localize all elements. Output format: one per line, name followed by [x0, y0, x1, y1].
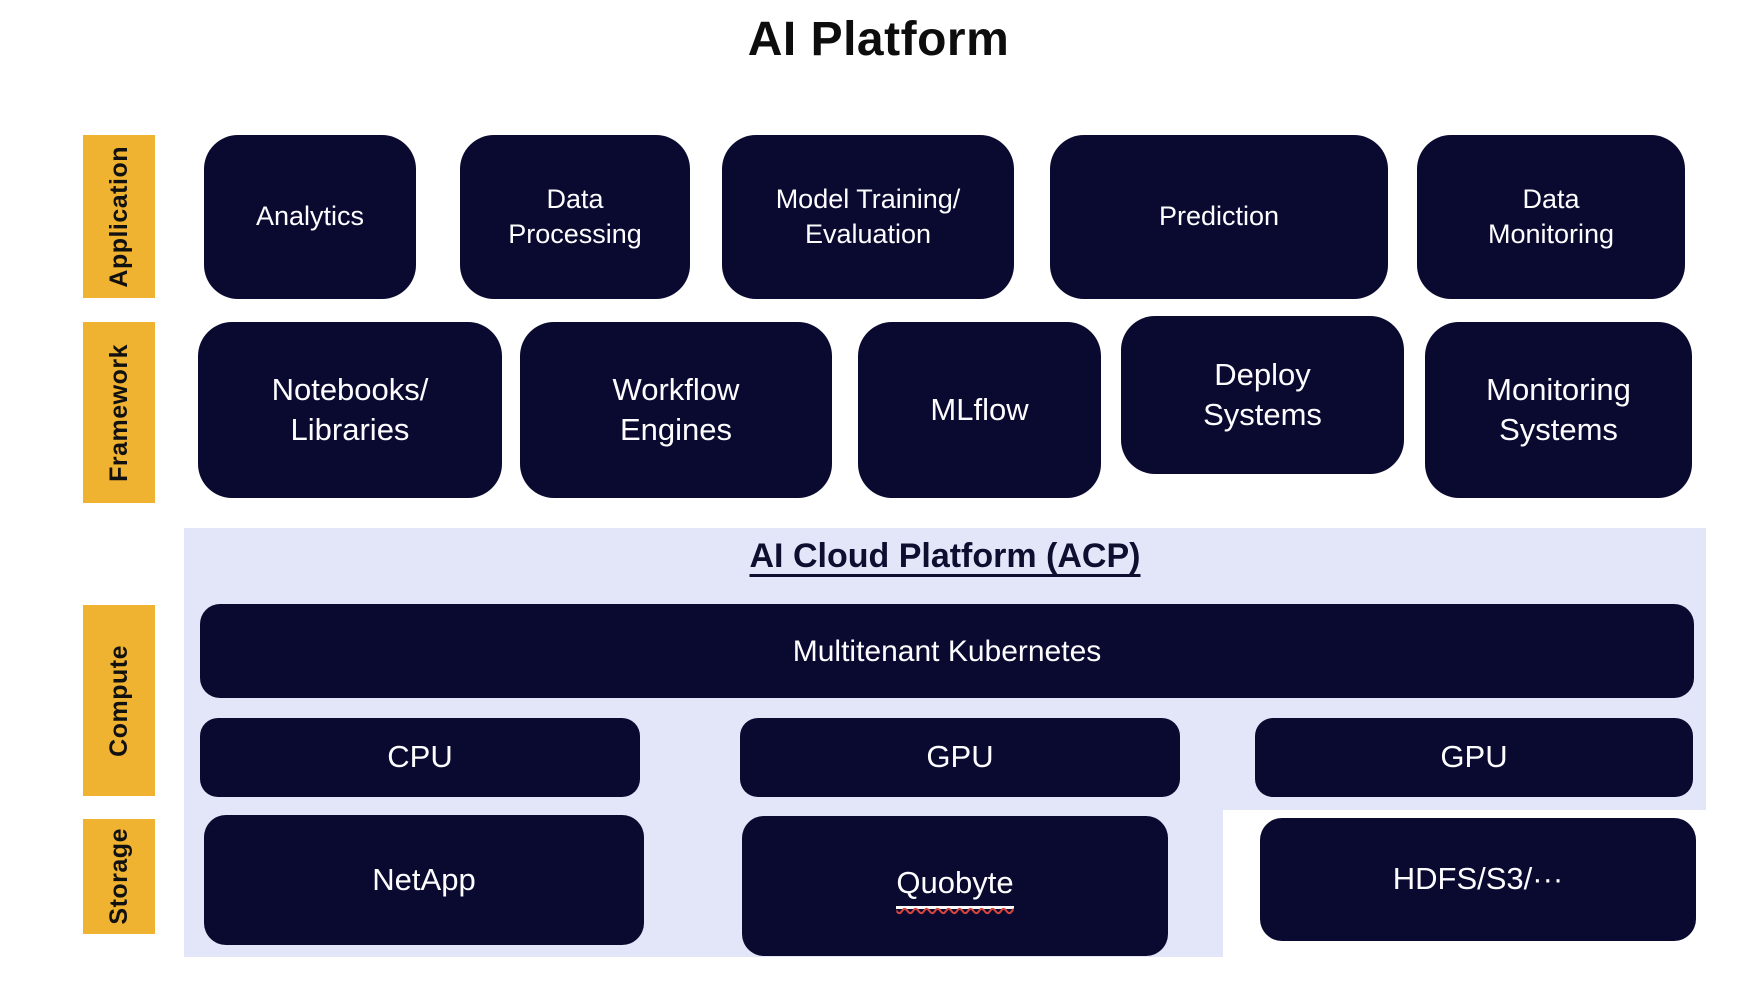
- framework-box-monitoring-systems: Monitoring Systems: [1425, 322, 1692, 498]
- storage-box-quobyte-label: Quobyte: [896, 863, 1014, 909]
- app-box-model-training-evaluation: Model Training/ Evaluation: [722, 135, 1014, 299]
- compute-box-cpu: CPU: [200, 718, 640, 797]
- layer-label-compute: Compute: [83, 605, 155, 796]
- app-box-data-processing: Data Processing: [460, 135, 690, 299]
- layer-label-application-text: Application: [104, 145, 133, 288]
- compute-box-gpu-2-label: GPU: [1440, 739, 1508, 775]
- app-box-data-monitoring: Data Monitoring: [1417, 135, 1685, 299]
- app-box-data-processing-label: Data Processing: [508, 183, 642, 249]
- layer-label-compute-text: Compute: [104, 644, 133, 757]
- compute-box-gpu-2: GPU: [1255, 718, 1693, 797]
- storage-box-netapp: NetApp: [204, 815, 644, 945]
- framework-box-workflow-engines-label: Workflow Engines: [612, 371, 740, 447]
- layer-label-framework: Framework: [83, 322, 155, 503]
- app-box-analytics-label: Analytics: [255, 201, 365, 232]
- app-box-prediction-label: Prediction: [1158, 201, 1280, 232]
- framework-box-notebooks-libraries-label: Notebooks/ Libraries: [271, 371, 429, 447]
- framework-box-deploy-systems-label: Deploy Systems: [1203, 356, 1322, 432]
- layer-label-storage: Storage: [83, 819, 155, 934]
- acp-title: AI Cloud Platform (ACP): [749, 537, 1141, 575]
- compute-box-multitenant-kubernetes: Multitenant Kubernetes: [200, 604, 1694, 698]
- compute-box-gpu-1-label: GPU: [926, 739, 994, 775]
- app-box-data-monitoring-label: Data Monitoring: [1487, 183, 1615, 249]
- framework-box-deploy-systems: Deploy Systems: [1121, 316, 1404, 474]
- app-box-analytics: Analytics: [204, 135, 416, 299]
- layer-label-application: Application: [83, 135, 155, 298]
- framework-box-workflow-engines: Workflow Engines: [520, 322, 832, 498]
- storage-box-hdfs-s3-label: HDFS/S3/···: [1392, 861, 1564, 897]
- layer-label-storage-text: Storage: [104, 828, 133, 925]
- storage-box-quobyte: Quobyte: [742, 816, 1168, 956]
- app-box-model-training-evaluation-label: Model Training/ Evaluation: [775, 183, 961, 249]
- compute-box-multitenant-kubernetes-label: Multitenant Kubernetes: [792, 634, 1102, 668]
- compute-box-gpu-1: GPU: [740, 718, 1180, 797]
- storage-box-netapp-label: NetApp: [372, 861, 476, 897]
- framework-box-notebooks-libraries: Notebooks/ Libraries: [198, 322, 502, 498]
- page-title: AI Platform: [747, 13, 1010, 66]
- framework-box-monitoring-systems-label: Monitoring Systems: [1486, 371, 1631, 447]
- framework-box-mlflow: MLflow: [858, 322, 1101, 498]
- storage-box-hdfs-s3: HDFS/S3/···: [1260, 818, 1696, 941]
- compute-box-cpu-label: CPU: [387, 739, 453, 775]
- app-box-prediction: Prediction: [1050, 135, 1388, 299]
- layer-label-framework-text: Framework: [104, 343, 133, 482]
- framework-box-mlflow-label: MLflow: [930, 391, 1029, 427]
